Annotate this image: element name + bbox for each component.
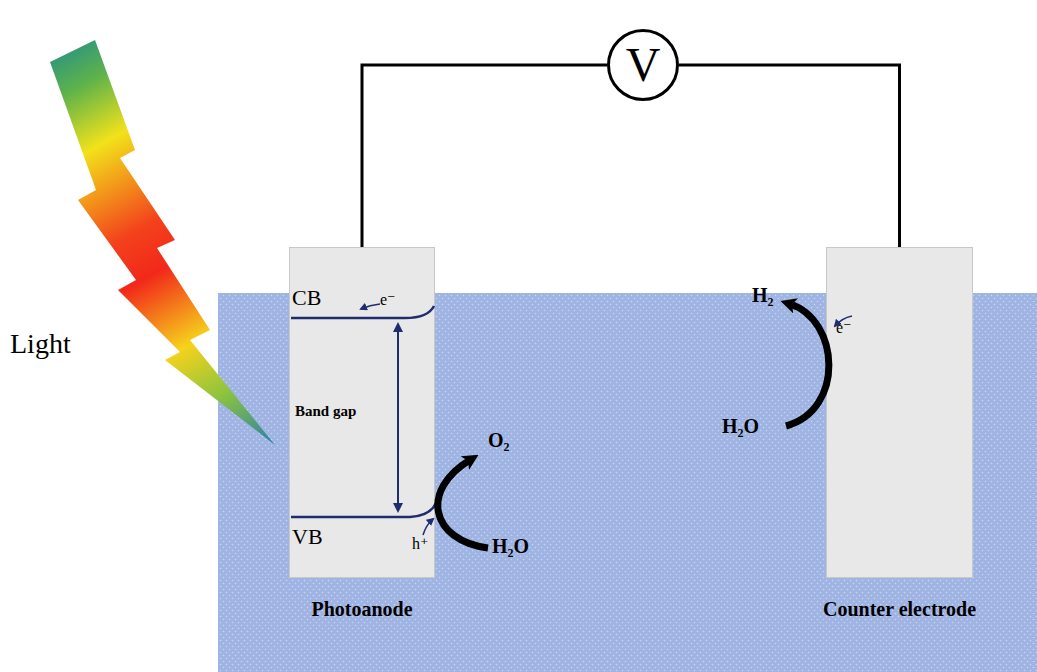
species-label: O₂ (488, 430, 510, 450)
species-label: H₂O (492, 536, 529, 556)
circuit-wire (362, 65, 607, 247)
charge-label: e⁻ (836, 320, 852, 336)
light-label: Light (10, 330, 71, 358)
charge-label: h⁺ (412, 536, 428, 552)
electron-arrow (361, 304, 380, 309)
species-label: H₂O (722, 416, 759, 436)
oxidation-arrow (438, 460, 488, 548)
band-label: CB (292, 287, 321, 309)
band-label: VB (292, 526, 323, 548)
hole-arrow (423, 519, 433, 535)
band-gap-label: Band gap (295, 404, 356, 419)
electrode-label: Counter electrode (823, 599, 976, 619)
species-label: H₂ (752, 285, 774, 305)
voltmeter-circle: V (607, 29, 679, 101)
band-gap-arrow (397, 330, 399, 505)
meter-symbol: V (610, 41, 676, 89)
valence-band (291, 503, 436, 517)
circuit-wire (679, 65, 900, 247)
electrode-label: Photoanode (311, 599, 412, 619)
charge-label: e⁻ (380, 292, 396, 308)
light-bolt (50, 40, 275, 445)
electrode-box: Counter electrode (826, 247, 973, 578)
reduction-arrow (786, 304, 829, 426)
